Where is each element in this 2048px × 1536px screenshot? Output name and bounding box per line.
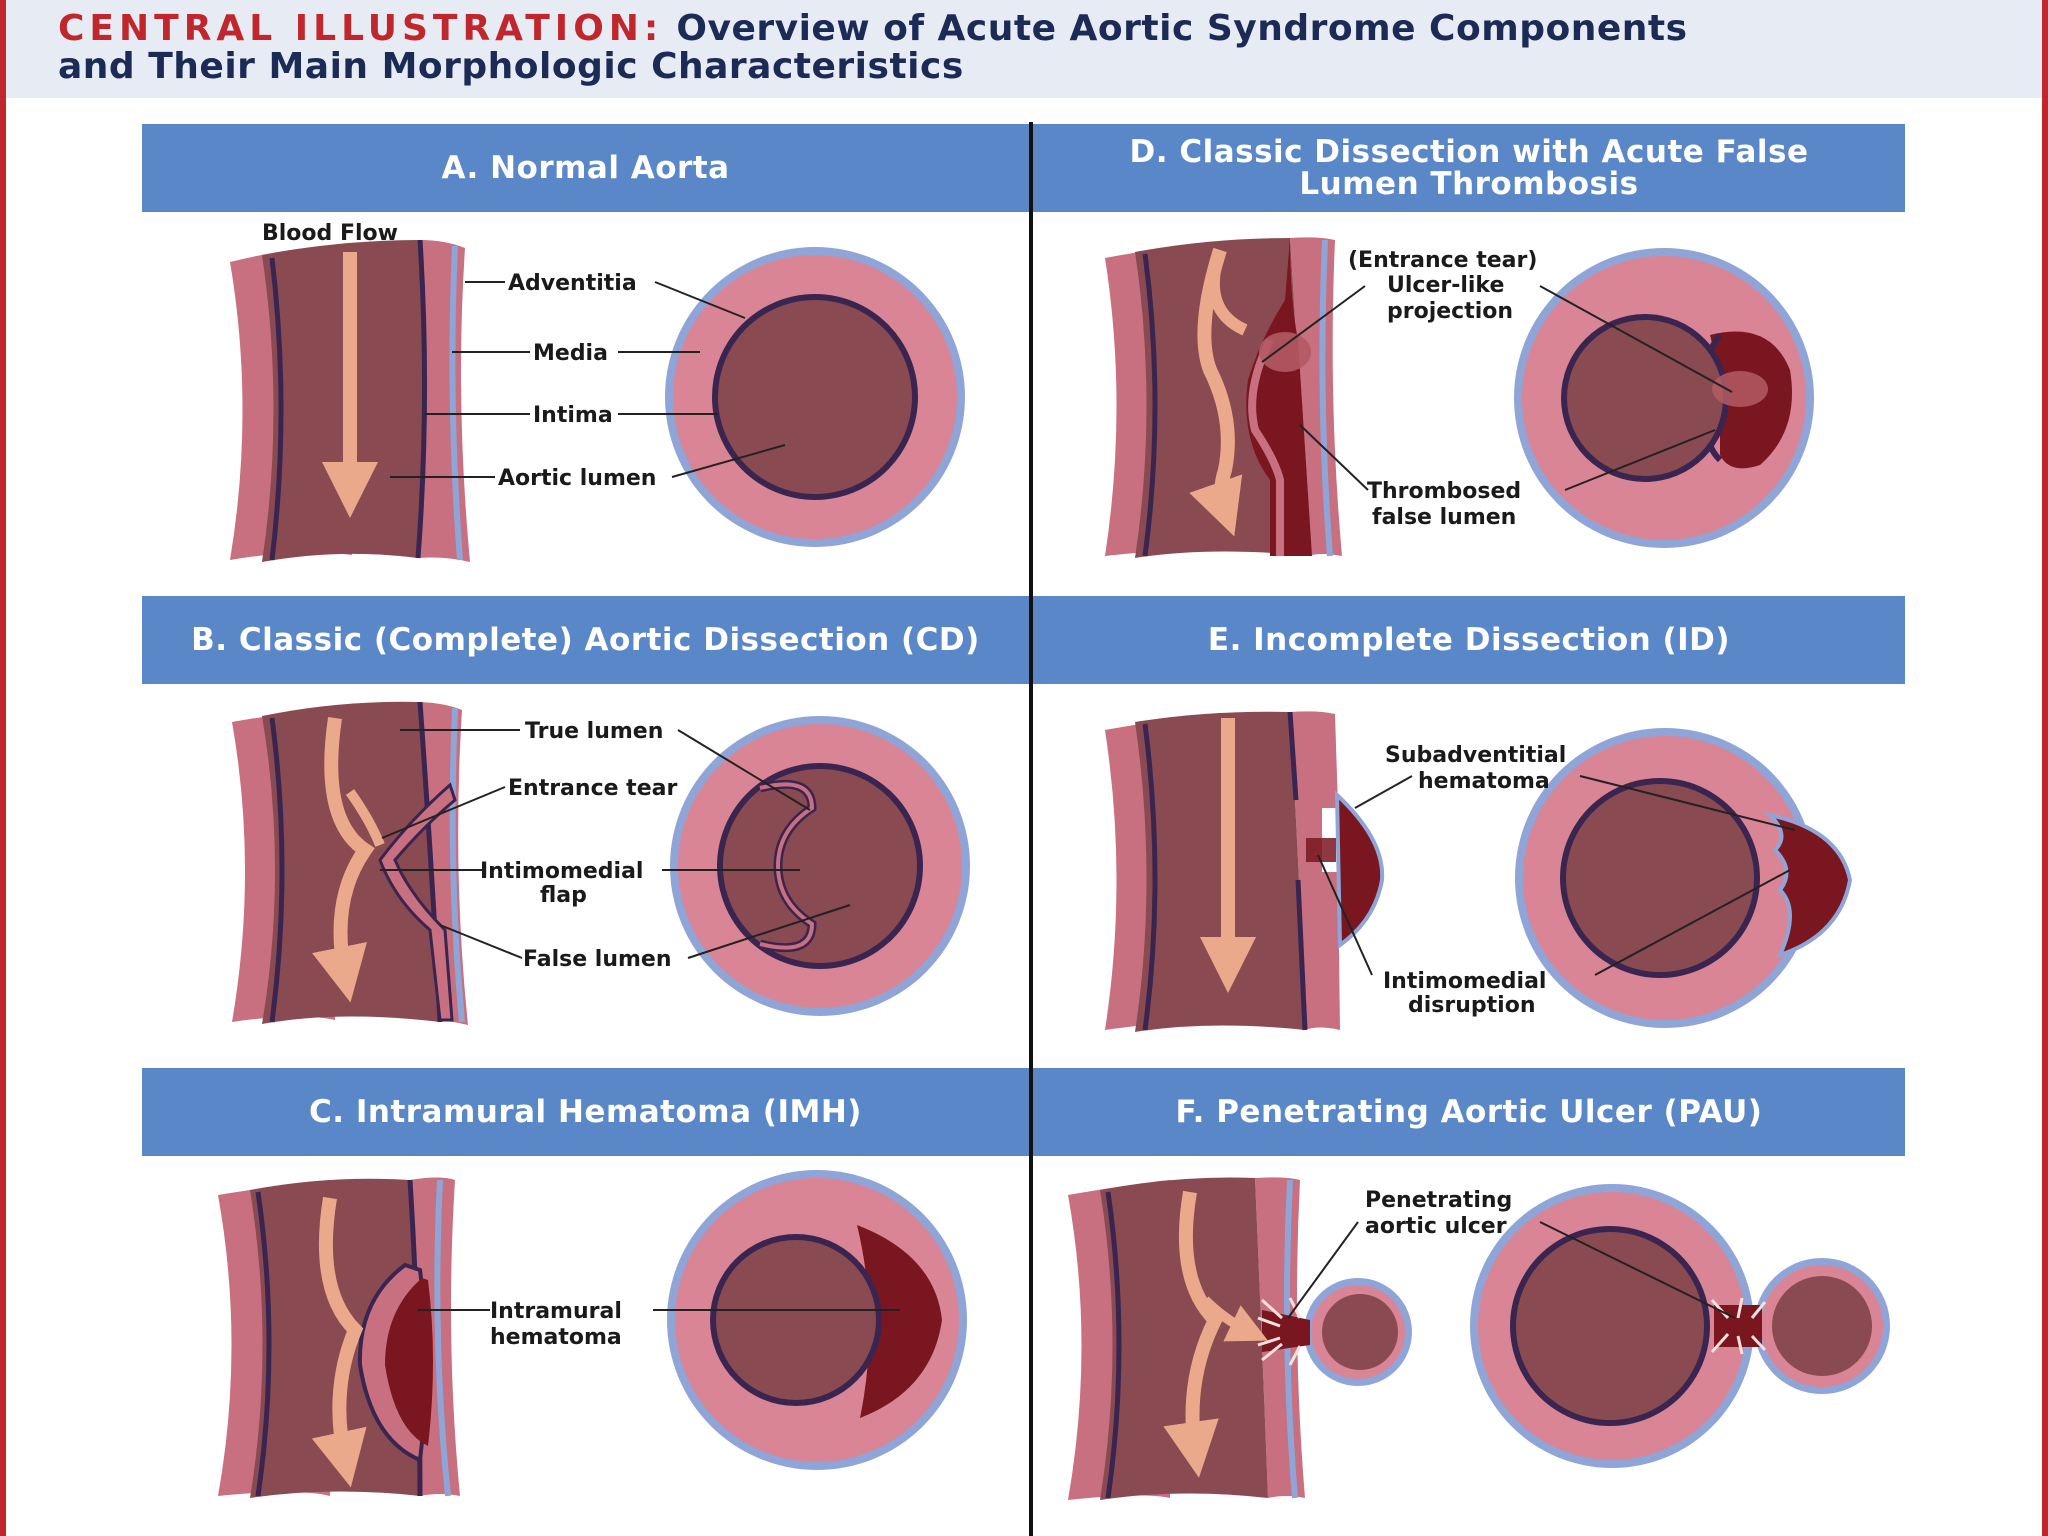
label-entrance-tear: Entrance tear — [508, 776, 677, 801]
aorta-longitudinal-b — [232, 701, 468, 1025]
title-line2: and Their Main Morphologic Characteristi… — [58, 46, 964, 87]
panel-a-heading: A. Normal Aorta — [142, 124, 1029, 212]
aorta-longitudinal-e — [1105, 711, 1385, 1032]
aorta-cross-section-f — [1470, 1184, 1890, 1468]
label-disruption-1: Intimomedial — [1383, 969, 1546, 994]
aorta-cross-section-d — [1514, 248, 1814, 548]
label-adventitia: Adventitia — [508, 271, 637, 296]
aorta-cross-section-a — [665, 247, 965, 547]
aorta-cross-section-e — [1515, 728, 1853, 1028]
ulcer-pouch-cross-section — [1772, 1276, 1872, 1376]
label-intimomedial-flap-2: flap — [540, 883, 587, 908]
subadventitial-hematoma-longitudinal — [1334, 790, 1385, 949]
aorta-longitudinal-f — [1068, 1177, 1412, 1500]
label-disruption-2: disruption — [1408, 993, 1535, 1018]
label-intramural-2: hematoma — [490, 1325, 622, 1350]
label-true-lumen: True lumen — [525, 719, 663, 744]
figure-title: CENTRAL ILLUSTRATION: Overview of Acute … — [58, 10, 2038, 86]
label-media: Media — [533, 341, 608, 366]
aorta-longitudinal-d — [1105, 237, 1342, 558]
label-ulcer-like-1: Ulcer-like — [1387, 273, 1504, 298]
intramural-hematoma-cross-section — [857, 1225, 942, 1418]
label-ulcer-like-2: projection — [1387, 299, 1513, 324]
aorta-cross-section-b — [670, 716, 970, 1016]
label-thrombosed-1: Thrombosed — [1367, 479, 1521, 504]
label-thrombosed-2: false lumen — [1372, 505, 1516, 530]
label-subadventitial-1: Subadventitial — [1385, 743, 1566, 768]
title-bar: CENTRAL ILLUSTRATION: Overview of Acute … — [6, 0, 2042, 98]
label-aortic-lumen: Aortic lumen — [498, 466, 656, 491]
panel-b-illustration: True lumen Entrance tear Intimomedial fl… — [232, 701, 970, 1025]
label-blood-flow: Blood Flow — [262, 221, 398, 246]
ulcer-pouch-longitudinal — [1322, 1294, 1398, 1370]
panel-e-heading: E. Incomplete Dissection (ID) — [1033, 596, 1905, 684]
title-prefix: CENTRAL ILLUSTRATION: — [58, 8, 664, 49]
label-entrance-tear-d: (Entrance tear) — [1348, 248, 1537, 273]
label-intimomedial-flap-1: Intimomedial — [480, 859, 643, 884]
panel-c-heading: C. Intramural Hematoma (IMH) — [142, 1068, 1029, 1156]
label-intramural-1: Intramural — [490, 1299, 622, 1324]
aorta-longitudinal-a — [230, 239, 470, 562]
label-pau-2: aortic ulcer — [1365, 1214, 1507, 1239]
intramural-hematoma-longitudinal — [385, 1278, 433, 1446]
title-line1: Overview of Acute Aortic Syndrome Compon… — [676, 8, 1688, 49]
label-pau-1: Penetrating — [1365, 1188, 1512, 1213]
panel-e-illustration: Subadventitial hematoma Intimomedial dis… — [1105, 711, 1853, 1032]
thrombosed-false-lumen-longitudinal — [1246, 238, 1312, 556]
subadventitial-hematoma-cross-section — [1763, 811, 1853, 959]
panel-c-illustration: Intramural hematoma — [218, 1170, 967, 1498]
panel-f-illustration: Penetrating aortic ulcer — [1068, 1177, 1890, 1500]
panel-a-illustration: Blood Flow Adventitia Media Intima Aorti… — [230, 221, 965, 562]
label-intima: Intima — [533, 403, 613, 428]
aorta-longitudinal-c — [218, 1177, 460, 1498]
label-false-lumen: False lumen — [523, 947, 672, 972]
panel-d-illustration: (Entrance tear) Ulcer-like projection Th… — [1105, 237, 1814, 558]
label-subadventitial-2: hematoma — [1418, 769, 1550, 794]
aorta-cross-section-c — [667, 1170, 967, 1470]
panel-b-heading: B. Classic (Complete) Aortic Dissection … — [142, 596, 1029, 684]
intimomedial-flap — [378, 782, 457, 1022]
panel-f-heading: F. Penetrating Aortic Ulcer (PAU) — [1033, 1068, 1905, 1156]
center-divider — [1029, 122, 1033, 1536]
